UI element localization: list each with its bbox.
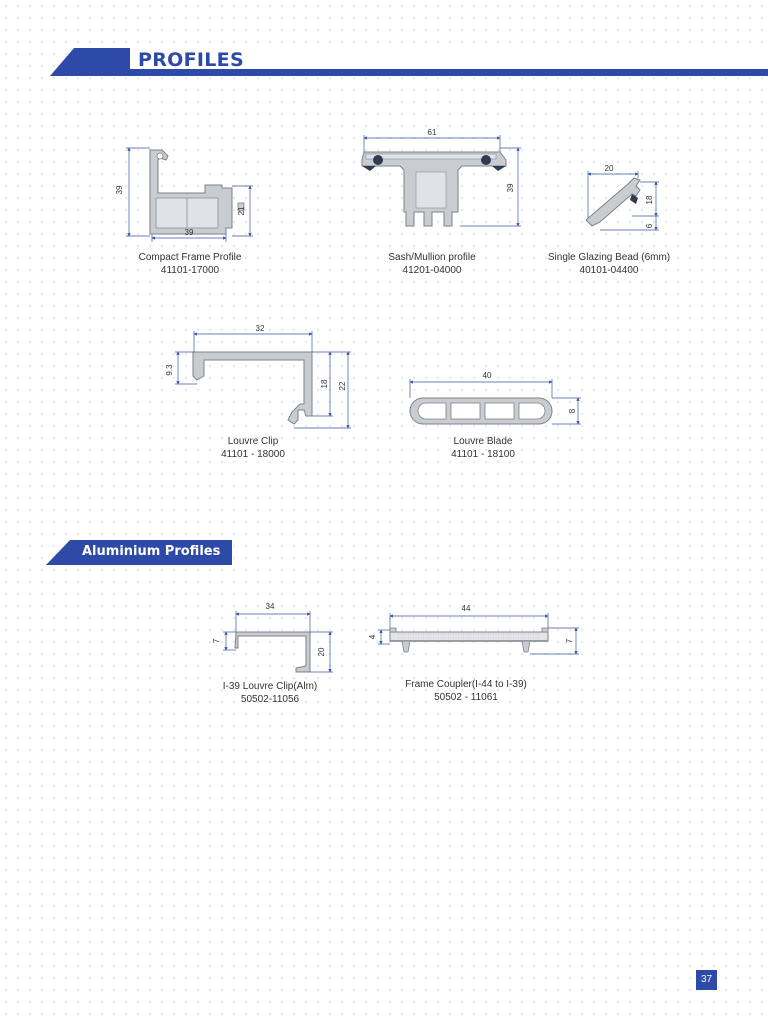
dim-label: 44 [462, 604, 471, 613]
profile-name: Compact Frame Profile [138, 252, 242, 263]
compact-frame-profile-drawing [149, 149, 245, 235]
profile-code: 41101 - 18100 [451, 449, 515, 460]
single-glazing-bead-drawing [585, 177, 641, 227]
dim-label: 18 [320, 379, 329, 388]
profile-caption: Compact Frame Profile 41101-17000 [139, 251, 242, 277]
profile-code: 41201-04000 [402, 265, 462, 276]
dim-label: 18 [645, 195, 654, 204]
profile-code: 50502-11056 [240, 694, 300, 705]
section-title: Aluminium Profiles [82, 544, 221, 559]
dim-label: 21 [237, 206, 246, 215]
page-number: 37 [696, 970, 717, 990]
dim-label: 7 [212, 638, 221, 643]
section-tab [46, 540, 232, 565]
dim-label: 7 [565, 638, 574, 643]
sash-mullion-profile-drawing [361, 151, 507, 227]
dim-label: 39 [185, 228, 194, 237]
page-title: PROFILES [138, 49, 244, 71]
profile-caption: Frame Coupler(I-44 to I-39) 50502 - 1106… [405, 678, 527, 704]
profile-code: 40101-04400 [579, 265, 639, 276]
sash-mullion-dimensions [363, 135, 521, 227]
dim-label: 32 [256, 324, 265, 333]
profile-name: Louvre Blade [453, 436, 513, 447]
profile-name: Sash/Mullion profile [388, 252, 476, 263]
dim-label: 39 [506, 183, 515, 192]
dim-label: 20 [605, 164, 614, 173]
profile-code: 50502 - 11061 [434, 692, 498, 703]
compact-frame-dimensions [126, 147, 253, 242]
profile-caption: Louvre Blade 41101 - 18100 [451, 435, 515, 461]
dim-label: 40 [483, 371, 492, 380]
louvre-clip-dimensions [175, 331, 351, 429]
dim-label: 34 [266, 602, 275, 611]
dim-label: 9.3 [165, 364, 174, 376]
profile-name: Louvre Clip [227, 436, 279, 447]
frame-coupler-dimensions [378, 613, 579, 655]
dim-label: 6 [645, 223, 654, 228]
dim-label: 39 [115, 185, 124, 194]
profile-caption: Single Glazing Bead (6mm) 40101-04400 [548, 251, 670, 277]
dim-label: 4 [368, 634, 377, 639]
header-bar [50, 48, 768, 76]
profile-name: I-39 Louvre Clip(Alm) [222, 681, 318, 692]
dim-label: 8 [568, 408, 577, 413]
dim-label: 61 [428, 128, 437, 137]
profile-caption: Sash/Mullion profile 41201-04000 [388, 251, 475, 277]
dim-label: 22 [338, 381, 347, 390]
aluminium-louvre-clip-dimensions [223, 611, 333, 673]
louvre-blade-dimensions [409, 379, 581, 425]
profile-caption: Louvre Clip 41101 - 18000 [221, 435, 285, 461]
frame-coupler-drawing [389, 627, 549, 653]
louvre-blade-drawing [409, 397, 553, 425]
glazing-bead-dimensions [587, 171, 659, 231]
aluminium-louvre-clip-drawing [234, 631, 311, 673]
profile-name: Single Glazing Bead (6mm) [547, 252, 671, 263]
profile-code: 41101 - 18000 [221, 449, 285, 460]
dim-label: 20 [317, 647, 326, 656]
louvre-clip-drawing [192, 351, 313, 425]
profile-name: Frame Coupler(I-44 to I-39) [405, 679, 527, 690]
profile-code: 41101-17000 [160, 265, 220, 276]
profile-caption: I-39 Louvre Clip(Alm) 50502-11056 [223, 680, 317, 706]
